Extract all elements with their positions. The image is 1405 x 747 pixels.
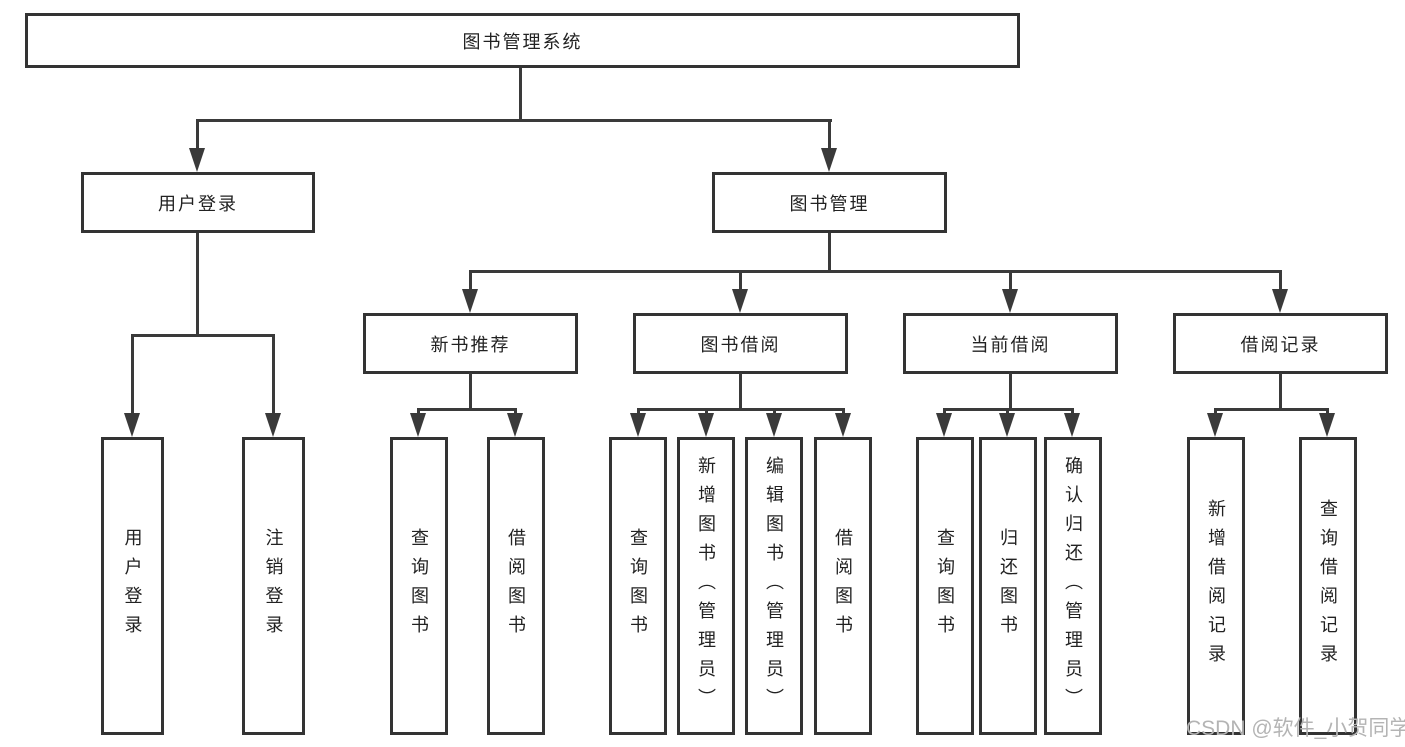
connector-section-stem <box>1009 373 1012 411</box>
node-new-book-recommend: 新书推荐 <box>363 313 578 374</box>
connector-level3-hline <box>469 270 1282 273</box>
leaf-borrow-add-book-admin: 新增图书（管理员） <box>677 437 735 735</box>
leaf-recommend-query-book: 查询图书 <box>390 437 448 735</box>
arrowhead-down-icon <box>630 413 646 437</box>
connector-section-stem <box>739 373 742 411</box>
connector-mgmt-stem <box>828 233 831 273</box>
connector-drop-line <box>1009 270 1012 292</box>
node-root: 图书管理系统 <box>25 13 1020 68</box>
node-current-borrow: 当前借阅 <box>903 313 1118 374</box>
arrowhead-down-icon <box>265 413 281 437</box>
leaf-user-login: 用户登录 <box>101 437 164 735</box>
connector-root-stem <box>519 68 522 122</box>
connector-drop-line <box>1279 270 1282 292</box>
connector-level2-hline <box>196 119 832 122</box>
leaf-current-return-book: 归还图书 <box>979 437 1037 735</box>
leaf-borrow-query-book: 查询图书 <box>609 437 667 735</box>
watermark: CSDN @软件_小贺同学 <box>1186 717 1405 740</box>
arrowhead-down-icon <box>698 413 714 437</box>
node-borrow-records: 借阅记录 <box>1173 313 1388 374</box>
connector-drop-line <box>469 270 472 292</box>
leaf-current-query-book: 查询图书 <box>916 437 974 735</box>
leaf-borrow-borrow-book: 借阅图书 <box>814 437 872 735</box>
connector-drop-line <box>828 119 831 151</box>
connector-drop-line <box>196 119 199 151</box>
connector-drop-line <box>272 334 275 415</box>
connector-drop-line <box>131 334 134 415</box>
leaf-borrow-edit-book-admin: 编辑图书（管理员） <box>745 437 803 735</box>
arrowhead-down-icon <box>189 148 205 172</box>
arrowhead-down-icon <box>732 289 748 313</box>
arrowhead-down-icon <box>1319 413 1335 437</box>
leaf-records-query-record: 查询借阅记录 <box>1299 437 1357 735</box>
connector-section-stem <box>469 373 472 411</box>
node-book-management: 图书管理 <box>712 172 947 233</box>
connector-group-hline <box>1214 408 1329 411</box>
arrowhead-down-icon <box>124 413 140 437</box>
connector-drop-line <box>739 270 742 292</box>
arrowhead-down-icon <box>1272 289 1288 313</box>
leaf-recommend-borrow-book: 借阅图书 <box>487 437 545 735</box>
node-book-borrow: 图书借阅 <box>633 313 848 374</box>
arrowhead-down-icon <box>1002 289 1018 313</box>
connector-section-stem <box>1279 373 1282 411</box>
connector-group-hline <box>637 408 845 411</box>
arrowhead-down-icon <box>835 413 851 437</box>
arrowhead-down-icon <box>507 413 523 437</box>
leaf-logout: 注销登录 <box>242 437 305 735</box>
arrowhead-down-icon <box>462 289 478 313</box>
arrowhead-down-icon <box>1207 413 1223 437</box>
arrowhead-down-icon <box>410 413 426 437</box>
connector-login-hline <box>131 334 275 337</box>
leaf-records-add-record: 新增借阅记录 <box>1187 437 1245 735</box>
arrowhead-down-icon <box>1064 413 1080 437</box>
arrowhead-down-icon <box>999 413 1015 437</box>
leaf-current-confirm-return-admin: 确认归还（管理员） <box>1044 437 1102 735</box>
arrowhead-down-icon <box>766 413 782 437</box>
connector-login-stem <box>196 233 199 336</box>
node-user-login: 用户登录 <box>81 172 315 233</box>
connector-group-hline <box>417 408 517 411</box>
arrowhead-down-icon <box>821 148 837 172</box>
arrowhead-down-icon <box>936 413 952 437</box>
